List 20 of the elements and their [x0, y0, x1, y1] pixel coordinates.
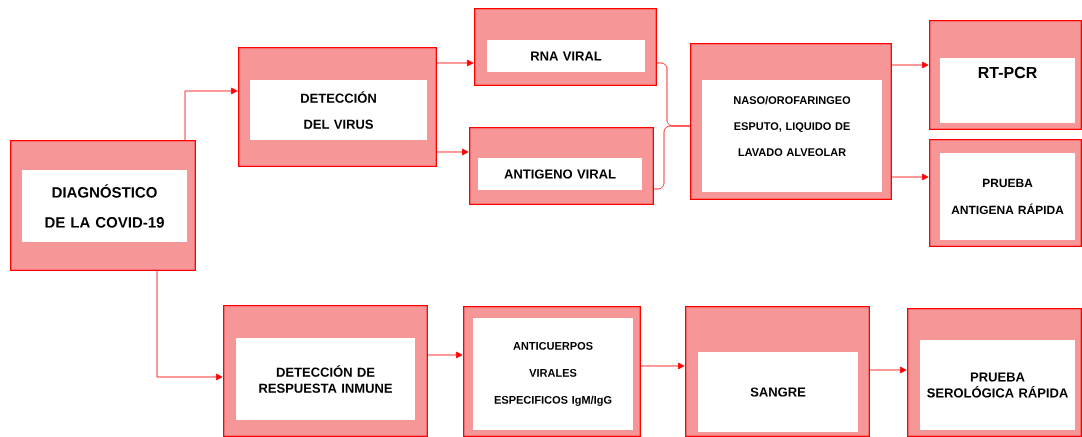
process-box: DETECCIÓN DE RESPUESTA INMUNE [223, 305, 428, 437]
process-box: RT-PCR [929, 20, 1082, 130]
process-box: RNA VIRAL [474, 8, 657, 86]
arrow [184, 87, 238, 141]
arrow [436, 148, 469, 156]
process-box: NASO/OROFARINGEO ESPUTO, LIQUIDO DE LAVADO ALVEOLAR [690, 43, 892, 200]
arrow [640, 362, 685, 370]
arrow [869, 366, 907, 374]
process-box: ANTIGENO VIRAL [469, 127, 654, 205]
arrow [436, 59, 474, 67]
process-box: ANTICUERPOS VIRALES ESPECIFICOS IgM/IgG [463, 306, 641, 437]
process-box: PRUEBA SEROLÓGICA RÁPIDA [907, 308, 1082, 437]
process-box: DETECCIÓN DEL VIRUS [238, 47, 437, 167]
process-box: PRUEBA ANTIGENA RÁPIDA [929, 139, 1082, 247]
arrow [891, 173, 929, 181]
arrow [156, 270, 223, 381]
process-box: DIAGNÓSTICO DE LA COVID-19 [10, 140, 196, 271]
process-box: SANGRE [685, 306, 870, 437]
arrow [891, 61, 929, 69]
arrow [427, 351, 463, 359]
